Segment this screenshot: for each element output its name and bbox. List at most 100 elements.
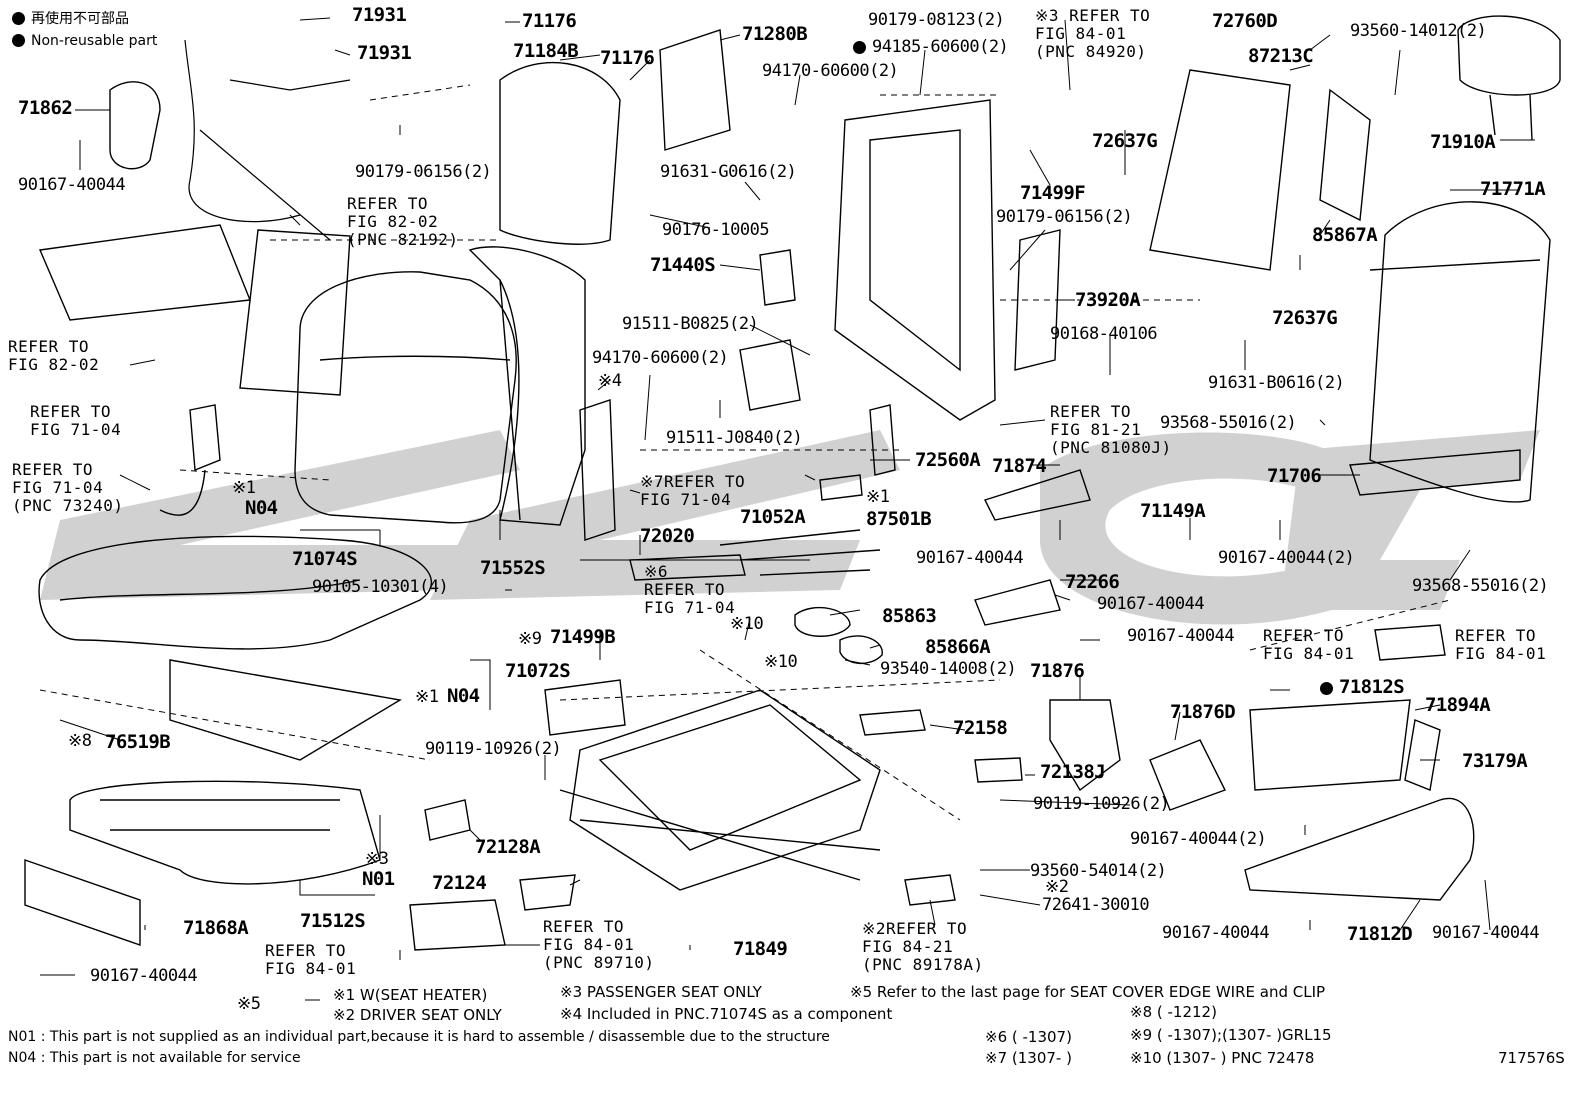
part-87213C[interactable]: 87213C [1248, 45, 1314, 67]
lumbar-plate [1319, 88, 1371, 222]
footnote-10: ※10 (1307- ) PNC 72478 [1130, 1049, 1315, 1067]
ref-fig-84-01[interactable]: REFER TO FIG 84-01 [1455, 626, 1547, 663]
part-94170-60600[interactable]: 94170-60600(2) [592, 348, 729, 368]
part-71499F[interactable]: 71499F [1020, 182, 1086, 204]
part-71280B[interactable]: 71280B [742, 23, 808, 45]
ref-fig-71-04[interactable]: REFER TO FIG 71-04 [30, 402, 122, 439]
part-71512S[interactable]: 71512S [300, 910, 366, 932]
part-71072S[interactable]: 71072S [505, 660, 571, 682]
part-71876D[interactable]: 71876D [1170, 701, 1236, 723]
part-90167-40044[interactable]: 90167-40044(2) [1130, 829, 1267, 849]
part-93568-55016[interactable]: 93568-55016(2) [1412, 576, 1549, 596]
part-71876[interactable]: 71876 [1030, 660, 1085, 682]
part-71868A[interactable]: 71868A [183, 917, 249, 939]
part-90167-40044[interactable]: 90167-40044 [90, 966, 198, 986]
part-71931[interactable]: 71931 [352, 4, 407, 26]
part-72020[interactable]: 72020 [640, 525, 695, 547]
part-91631-G0616[interactable]: 91631-G0616(2) [660, 162, 797, 182]
part-71849[interactable]: 71849 [733, 938, 788, 960]
part-71812S[interactable]: 71812S [1320, 676, 1405, 698]
side-plate [659, 29, 731, 151]
ref-fig-84-01[interactable]: REFER TO FIG 84-01 [1263, 626, 1355, 663]
part-71176[interactable]: 71176 [522, 10, 577, 32]
ref-fig-84-01-pnc-84920[interactable]: ※3 REFER TO FIG 84-01 (PNC 84920) [1035, 6, 1151, 61]
part-91631-B0616[interactable]: 91631-B0616(2) [1208, 373, 1345, 393]
part-71706[interactable]: 71706 [1267, 465, 1322, 487]
part-71894A[interactable]: 71894A [1425, 694, 1491, 716]
ref-fig-71-04-pnc-73240[interactable]: REFER TO FIG 71-04 (PNC 73240) [12, 460, 124, 515]
part-71552S[interactable]: 71552S [480, 557, 546, 579]
seat-ecu [409, 899, 506, 951]
part-90105-10301[interactable]: 90105-10301(4) [312, 577, 449, 597]
part-72760D[interactable]: 72760D [1212, 10, 1278, 32]
part-71874[interactable]: 71874 [992, 455, 1047, 477]
ref-fig-84-21-pnc-89178a[interactable]: ※2REFER TO FIG 84-21 (PNC 89178A) [862, 919, 984, 974]
part-71184B[interactable]: 71184B [513, 40, 579, 62]
ref-fig-81-21-pnc-81080j[interactable]: REFER TO FIG 81-21 (PNC 81080J) [1050, 402, 1172, 457]
part-72128A[interactable]: 72128A [475, 836, 541, 858]
part-90167-40044[interactable]: 90167-40044 [1127, 626, 1235, 646]
part-90167-40044[interactable]: 90167-40044(2) [1218, 548, 1355, 568]
part-93540-14008[interactable]: 93540-14008(2) [880, 659, 1017, 679]
part-91511-B0825[interactable]: 91511-B0825(2) [622, 314, 759, 334]
part-71812D[interactable]: 71812D [1347, 923, 1413, 945]
part-number-text: 71812S [1339, 676, 1405, 698]
part-90179-06156[interactable]: 90179-06156(2) [355, 162, 492, 182]
part-93560-14012[interactable]: 93560-14012(2) [1350, 21, 1487, 41]
part-71149A[interactable]: 71149A [1140, 500, 1206, 522]
part-85863[interactable]: 85863 [882, 605, 937, 627]
recliner-cover-85863 [794, 606, 851, 637]
part-73920A[interactable]: 73920A [1075, 289, 1141, 311]
legend-non-reusable-jp: 再使用不可部品 [12, 8, 129, 28]
ref-fig-71-04-note-7[interactable]: ※7REFER TO FIG 71-04 [640, 472, 746, 509]
part-71771A[interactable]: 71771A [1480, 178, 1546, 200]
part-91511-J0840[interactable]: 91511-J0840(2) [666, 428, 803, 448]
part-90119-10926[interactable]: 90119-10926(2) [1033, 794, 1170, 814]
footnote-4: ※4 Included in PNC.71074S as a component [560, 1005, 893, 1023]
part-72637G[interactable]: 72637G [1272, 307, 1338, 329]
ref-fig-84-01[interactable]: REFER TO FIG 84-01 [265, 941, 357, 978]
part-90167-40044[interactable]: 90167-40044 [18, 175, 126, 195]
legend-jp-text: 再使用不可部品 [31, 11, 129, 27]
part-90179-08123[interactable]: 90179-08123(2) [868, 10, 1005, 30]
part-90167-40044[interactable]: 90167-40044 [1097, 594, 1205, 614]
part-71052A[interactable]: 71052A [740, 506, 806, 528]
part-71862[interactable]: 71862 [18, 97, 73, 119]
part-71176[interactable]: 71176 [600, 47, 655, 69]
shield-72138J [974, 757, 1023, 783]
part-90119-10926[interactable]: 90119-10926(2) [425, 739, 562, 759]
part-72158[interactable]: 72158 [953, 717, 1008, 739]
part-72124[interactable]: 72124 [432, 872, 487, 894]
ref-fig-82-02[interactable]: REFER TO FIG 82-02 [8, 337, 100, 374]
part-72138J[interactable]: 72138J [1040, 761, 1106, 783]
part-72266[interactable]: 72266 [1065, 571, 1120, 593]
part-94170-60600[interactable]: 94170-60600(2) [762, 61, 899, 81]
part-72637G[interactable]: 72637G [1092, 130, 1158, 152]
part-71910A[interactable]: 71910A [1430, 131, 1496, 153]
part-94185-60600[interactable]: 94185-60600(2) [853, 38, 1009, 56]
part-85867A[interactable]: 85867A [1312, 224, 1378, 246]
part-72560A[interactable]: 72560A [915, 449, 981, 471]
part-76519B[interactable]: 76519B [105, 731, 171, 753]
part-90168-40106[interactable]: 90168-40106 [1050, 324, 1158, 344]
part-71499B[interactable]: 71499B [550, 626, 616, 648]
part-72641-30010[interactable]: 72641-30010 [1042, 895, 1150, 915]
part-71074S[interactable]: 71074S [292, 548, 358, 570]
part-90176-10005[interactable]: 90176-10005 [662, 220, 770, 240]
part-71440S[interactable]: 71440S [650, 254, 716, 276]
ref-fig-82-02-pnc-82192[interactable]: REFER TO FIG 82-02 (PNC 82192) [347, 194, 459, 249]
part-90167-40044[interactable]: 90167-40044 [1432, 923, 1540, 943]
ref-fig-84-01-pnc-89710[interactable]: REFER TO FIG 84-01 (PNC 89710) [543, 917, 655, 972]
ref-fig-71-04-note-6[interactable]: ※6 REFER TO FIG 71-04 [644, 562, 736, 617]
part-93568-55016[interactable]: 93568-55016(2) [1160, 413, 1297, 433]
part-90167-40044[interactable]: 90167-40044 [916, 548, 1024, 568]
footnote-8: ※8 ( -1212) [1130, 1003, 1217, 1021]
part-90179-06156[interactable]: 90179-06156(2) [996, 207, 1133, 227]
part-90167-40044[interactable]: 90167-40044 [1162, 923, 1270, 943]
part-93560-54014[interactable]: 93560-54014(2) [1030, 861, 1167, 881]
part-71931[interactable]: 71931 [357, 42, 412, 64]
part-87501B[interactable]: 87501B [866, 508, 932, 530]
footnote-1: ※1 W(SEAT HEATER) [333, 986, 488, 1004]
part-85866A[interactable]: 85866A [925, 636, 991, 658]
part-73179A[interactable]: 73179A [1462, 750, 1528, 772]
